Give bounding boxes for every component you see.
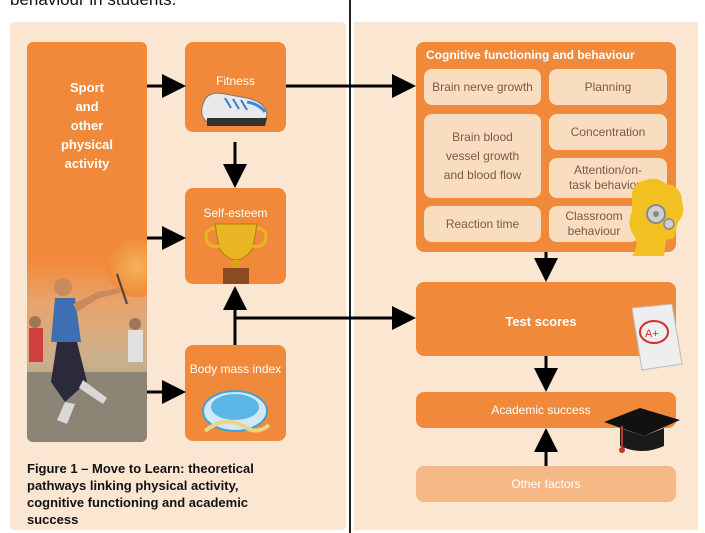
test-scores-box: Test scores <box>416 282 676 356</box>
other-factors-label: Other factors <box>511 477 581 491</box>
sun-glow <box>107 237 147 297</box>
figure-caption: Figure 1 – Move to Learn: theoretical pa… <box>27 461 254 527</box>
athlete-image <box>27 273 147 442</box>
reaction-time: Reaction time <box>424 206 541 242</box>
scale-icon <box>202 390 271 433</box>
fitness-box: Fitness <box>185 42 286 132</box>
divider-line <box>349 0 351 533</box>
sport-text: Sport and other physical activity <box>60 80 114 171</box>
header-text: behaviour in students. <box>10 0 176 10</box>
classroom-behaviour: Classroom behaviour <box>549 206 639 242</box>
trophy-icon <box>204 223 268 284</box>
bmi-box: Body mass index <box>185 345 286 441</box>
other-factors-box: Other factors <box>416 466 676 502</box>
planning: Planning <box>549 69 667 105</box>
sneaker-icon <box>201 92 268 126</box>
bmi-label: Body mass index <box>189 362 282 376</box>
self-esteem-label: Self-esteem <box>203 206 268 220</box>
academic-success-label: Academic success <box>491 403 591 417</box>
cognitive-title: Cognitive functioning and behaviour <box>426 48 635 62</box>
test-scores-label: Test scores <box>505 314 577 329</box>
brain-blood-vessel: Brain blood vessel growth and blood flow <box>424 114 541 198</box>
sport-column: Sport and other physical activity <box>27 42 147 442</box>
brain-nerve-growth: Brain nerve growth <box>424 69 541 105</box>
academic-success-box: Academic success <box>416 392 676 428</box>
concentration: Concentration <box>549 114 667 150</box>
self-esteem-box: Self-esteem <box>185 188 286 284</box>
attention-on-task: Attention/on-task behaviour <box>549 158 667 198</box>
fitness-label: Fitness <box>216 74 255 88</box>
